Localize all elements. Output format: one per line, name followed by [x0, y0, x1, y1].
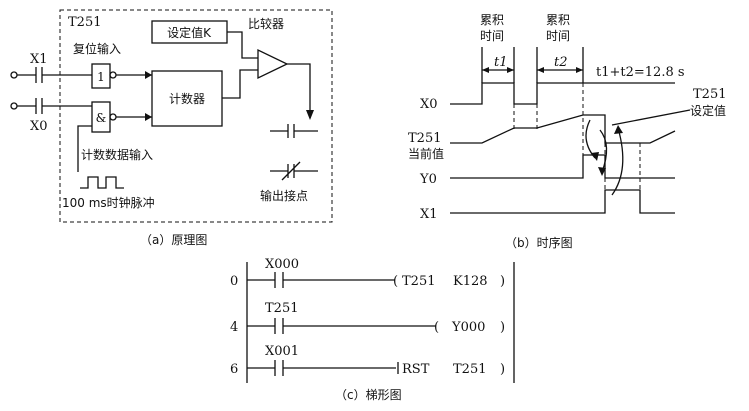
- caption-a: （a）原理图: [140, 233, 207, 247]
- panel-c: 0 X000 ( T251 K128 ) 4 T251 ( Y000 ) 6 X: [230, 257, 515, 402]
- svg-text:T251: T251: [265, 301, 298, 316]
- svg-text:T251: T251: [453, 362, 486, 377]
- ladder-rung: 6 X001 RST T251 ): [230, 344, 505, 377]
- caption-c: （c）梯形图: [335, 388, 402, 402]
- svg-text:X000: X000: [265, 257, 299, 272]
- svg-text:6: 6: [230, 362, 238, 377]
- svg-text:累积: 累积: [546, 13, 570, 27]
- svg-text:累积: 累积: [480, 13, 504, 27]
- comparator-label: 比较器: [248, 16, 284, 31]
- svg-text:X001: X001: [265, 344, 299, 359]
- svg-text:设定值: 设定值: [690, 103, 726, 118]
- timer-label: T251: [68, 15, 101, 30]
- svg-text:时间: 时间: [546, 29, 570, 43]
- svg-text:0: 0: [230, 274, 238, 289]
- output-arrow: [306, 110, 314, 120]
- svg-text:(: (: [393, 274, 398, 289]
- svg-text:): ): [500, 362, 505, 377]
- x0-label: X0: [30, 119, 48, 134]
- clock-pulse: [80, 176, 124, 189]
- y0-waveform: [450, 154, 675, 179]
- svg-text:t1+t2=12.8 s: t1+t2=12.8 s: [596, 65, 685, 80]
- svg-text:T251: T251: [408, 131, 441, 146]
- svg-text:): ): [500, 320, 505, 335]
- x1-label: X1: [30, 52, 48, 67]
- svg-text:&: &: [96, 111, 107, 125]
- svg-text:时间: 时间: [480, 29, 504, 43]
- ladder-rung: 4 T251 ( Y000 ): [230, 301, 505, 335]
- svg-text:RST: RST: [402, 362, 430, 377]
- svg-text:(: (: [434, 320, 439, 335]
- svg-text:): ): [500, 274, 505, 289]
- x1-waveform: [450, 189, 675, 214]
- svg-text:T251: T251: [402, 274, 435, 289]
- svg-text:4: 4: [230, 320, 238, 335]
- svg-text:Y0: Y0: [419, 172, 437, 187]
- svg-text:当前值: 当前值: [408, 146, 444, 161]
- clock-label: 100 ms时钟脉冲: [62, 195, 155, 210]
- svg-text:t2: t2: [554, 55, 568, 70]
- svg-text:Y000: Y000: [451, 320, 485, 335]
- svg-text:X0: X0: [420, 97, 438, 112]
- svg-text:T251: T251: [693, 87, 726, 102]
- svg-text:X1: X1: [420, 207, 438, 222]
- counter-label: 计数器: [169, 91, 205, 106]
- panel-b: 累积 时间 累积 时间 t1 t2 t1+t2=12.8 s X0 T251 当…: [408, 13, 726, 250]
- svg-text:K128: K128: [453, 274, 488, 289]
- timer-frame: [59, 9, 333, 223]
- x0-waveform: [450, 82, 675, 105]
- setpoint-label: 设定值K: [167, 25, 212, 40]
- output-contacts-label: 输出接点: [260, 188, 308, 203]
- ladder-rung: 0 X000 ( T251 K128 ): [230, 257, 505, 289]
- count-input-label: 计数数据输入: [81, 147, 153, 162]
- comparator-symbol: [257, 48, 289, 80]
- caption-b: （b）时序图: [505, 235, 573, 250]
- svg-text:t1: t1: [494, 55, 508, 70]
- panel-a: T251 设定值K 比较器 计数器 复位输入 X1 1: [10, 9, 333, 247]
- reset-input-label: 复位输入: [73, 41, 121, 56]
- svg-text:1: 1: [97, 70, 105, 84]
